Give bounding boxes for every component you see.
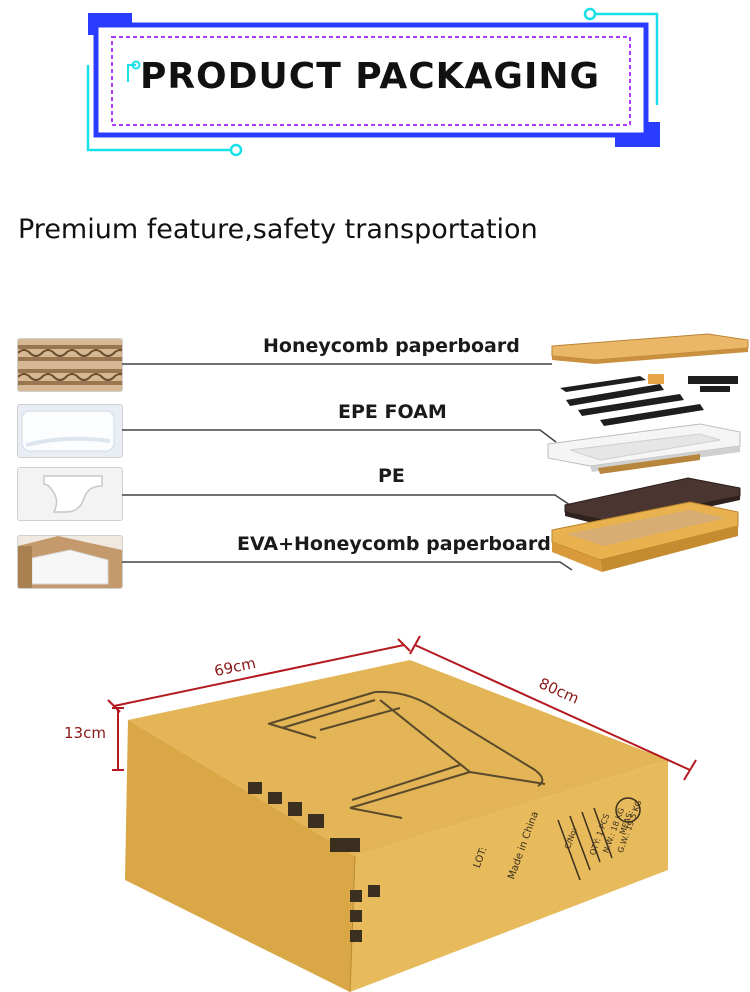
banner-title: PRODUCT PACKAGING <box>139 56 601 97</box>
layer-label-epe-foam: EPE FOAM <box>338 401 447 423</box>
subtitle: Premium feature,safety transportation <box>18 214 538 245</box>
eva-honeycomb-swatch <box>17 535 123 589</box>
honeycomb-swatch <box>17 338 123 392</box>
layer-label-honeycomb: Honeycomb paperboard <box>263 335 520 357</box>
pe-swatch <box>17 467 123 521</box>
box-illustration <box>107 635 697 992</box>
layer-label-eva-honeycomb: EVA+Honeycomb paperboard <box>237 533 551 555</box>
header-banner <box>86 7 660 157</box>
epe-foam-swatch <box>17 404 123 458</box>
exploded-packaging-illustration <box>122 333 749 572</box>
layer-label-pe: PE <box>378 465 405 487</box>
box-height-label: 13cm <box>64 724 106 742</box>
